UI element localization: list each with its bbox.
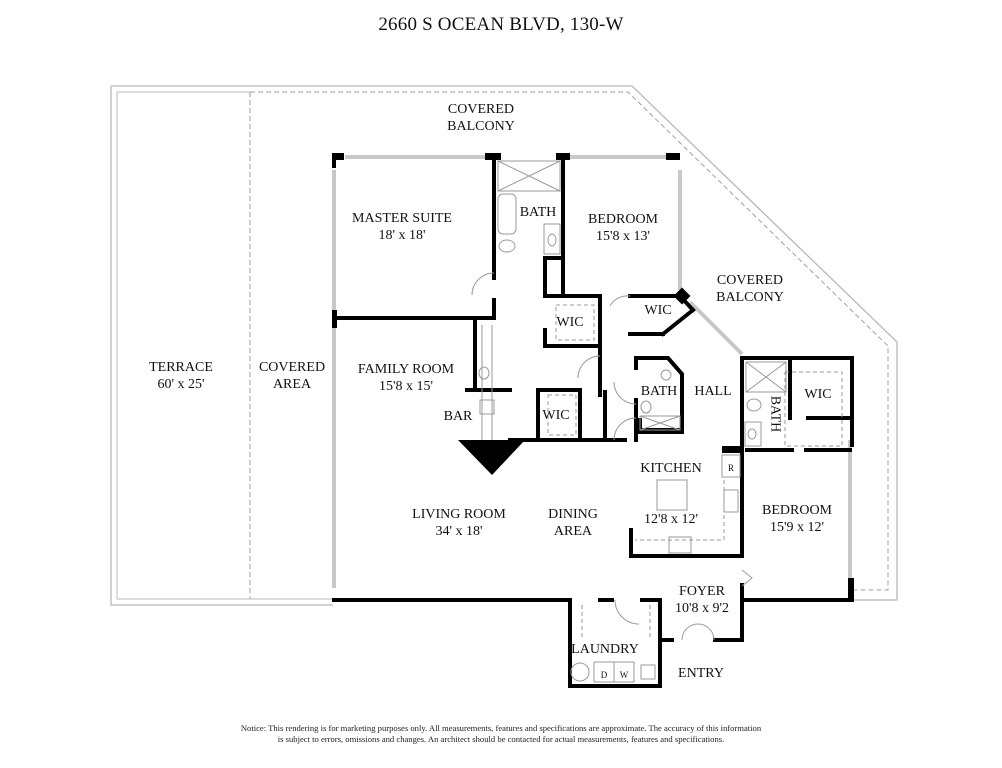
bedroom-3-bath-label: BATH: [767, 395, 783, 433]
wic-1-label: WIC: [556, 315, 584, 330]
kitchen-label: KITCHEN: [640, 461, 702, 476]
refrigerator-label: R: [727, 463, 735, 473]
outer-boundary: [111, 85, 898, 601]
entry-label: ENTRY: [678, 666, 724, 681]
outer-boundary-left: [110, 86, 333, 606]
fireplace: [458, 440, 525, 475]
inner-boundary: [116, 92, 333, 600]
hall-bath-label: BATH: [640, 384, 678, 399]
wic-3-label: WIC: [542, 408, 570, 423]
wic-4-label: WIC: [804, 387, 832, 402]
fixtures: [471, 160, 843, 683]
covered-area-dashed: [250, 91, 889, 591]
dryer-label: D: [600, 670, 608, 680]
bar-label: BAR: [443, 409, 473, 424]
disclaimer-notice: Notice: This rendering is for marketing …: [240, 723, 762, 744]
wic-2-label: WIC: [644, 303, 672, 318]
kitchen-size-label: 12'8 x 12': [643, 512, 699, 527]
washer-label: W: [619, 670, 629, 680]
laundry-label: LAUNDRY: [571, 642, 639, 657]
page-title: 2660 S OCEAN BLVD, 130-W: [378, 14, 624, 35]
windows: [332, 155, 852, 588]
master-bath-label: BATH: [519, 205, 557, 220]
walls: [332, 153, 854, 688]
hall-label: HALL: [694, 384, 732, 399]
